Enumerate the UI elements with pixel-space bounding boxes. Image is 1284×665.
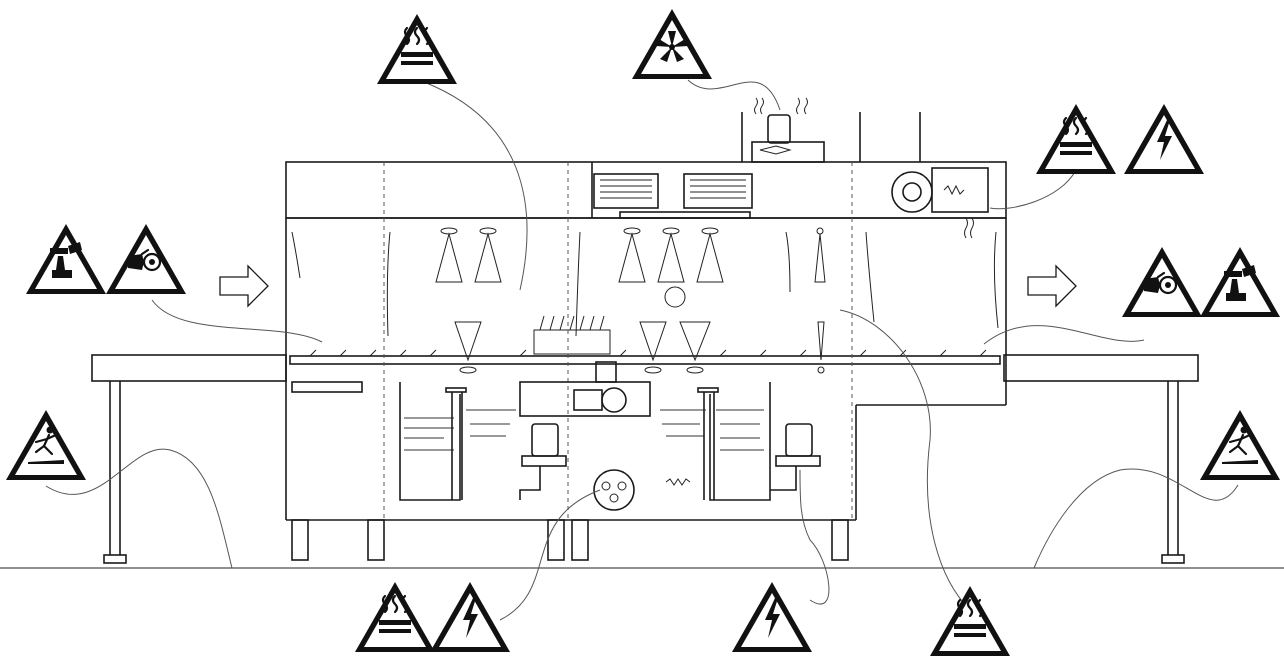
leader-lines [45, 79, 1239, 621]
hazard-sign-electric-right [1124, 104, 1204, 174]
entry-table [91, 354, 287, 564]
machine-body [285, 97, 1007, 561]
hazard-sign-slip-right [1200, 410, 1280, 480]
hazard-sign-crush-right [1200, 247, 1280, 317]
hazard-sign-hot-right [1036, 104, 1116, 174]
hazard-sign-electric-bottom [430, 582, 510, 652]
hazard-sign-entangle-right [1122, 247, 1202, 317]
hazard-sign-slip-left [6, 410, 86, 480]
hazard-sign-hot-bottom [355, 582, 435, 652]
exit-arrow-icon [1027, 265, 1077, 307]
hazard-sign-hot-top [377, 14, 457, 84]
hazard-sign-electric-bottom-right [732, 582, 812, 652]
hazard-sign-entangle-left [106, 224, 186, 294]
hazard-sign-hot-bottom-right [930, 586, 1010, 656]
exit-table [1003, 354, 1199, 564]
hazard-sign-fan-top [632, 9, 712, 79]
hazard-sign-crush-left [26, 224, 106, 294]
entry-arrow-icon [219, 265, 269, 307]
